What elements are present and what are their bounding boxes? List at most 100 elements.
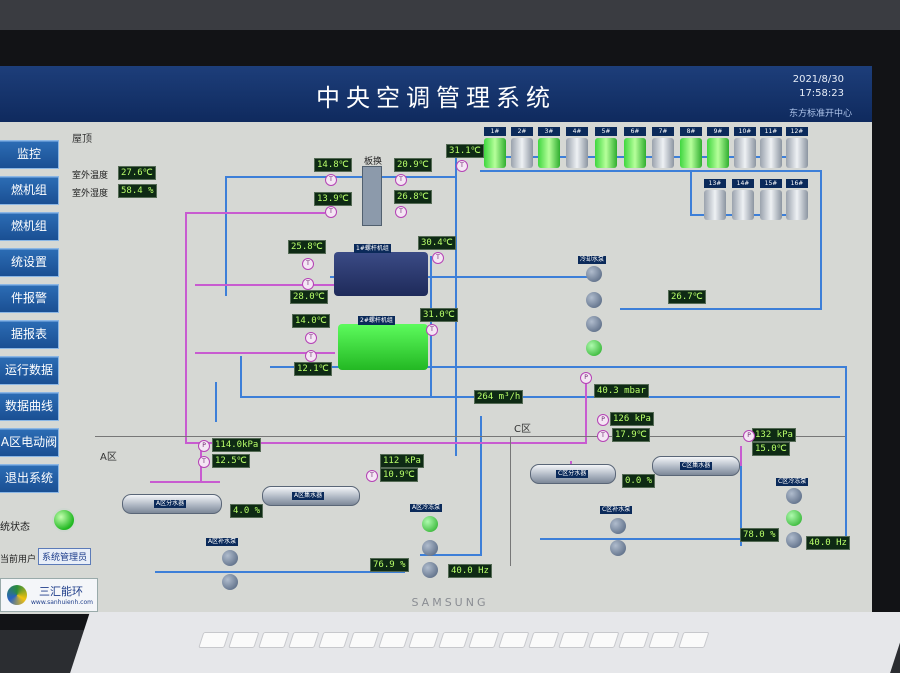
cooling-tower-13[interactable]: 13# xyxy=(704,179,726,220)
exchanger-in-right: 20.9℃ xyxy=(394,158,432,172)
keyboard-key xyxy=(498,632,530,648)
a-zone-aux-pump-2[interactable] xyxy=(222,574,238,590)
pipe xyxy=(820,170,822,310)
c-zone-pump-pct: 78.0 % xyxy=(740,528,779,542)
c-zone-return-label: C区集水器 xyxy=(680,462,713,470)
a-zone-pressure: 114.0kPa xyxy=(212,438,262,452)
a-zone-chw-pump-3[interactable] xyxy=(422,562,438,578)
pipe xyxy=(480,170,820,172)
sensor-node: T xyxy=(305,332,317,344)
keyboard-key xyxy=(588,632,620,648)
cooling-tower-14[interactable]: 14# xyxy=(732,179,754,220)
chiller-1-in-temp: 25.8℃ xyxy=(288,240,326,254)
cooling-tower-9[interactable]: 9# xyxy=(707,127,729,168)
app-title: 中央空调管理系统 xyxy=(316,84,556,112)
current-user-button[interactable]: 系统管理员 xyxy=(38,548,92,565)
zone-divider xyxy=(510,436,511,566)
chiller-2-in-temp: 14.0℃ xyxy=(292,314,330,328)
nav-report[interactable]: 据报表 xyxy=(0,320,59,349)
pipe xyxy=(540,538,740,540)
cooling-tower-10[interactable]: 10# xyxy=(734,127,756,168)
c-zone-chw-pump-3[interactable] xyxy=(786,532,802,548)
roof-area-label: 屋顶 xyxy=(72,134,92,145)
cooling-tower-16[interactable]: 16# xyxy=(786,179,808,220)
cooling-pump-1[interactable] xyxy=(586,266,602,282)
a-zone-chw-pump-2[interactable] xyxy=(422,540,438,556)
exchanger-out-left: 13.9℃ xyxy=(314,192,352,206)
sensor-node: T xyxy=(325,174,337,186)
cooling-tower-12[interactable]: 12# xyxy=(786,127,808,168)
cooling-tower-7[interactable]: 7# xyxy=(652,127,674,168)
a-zone-pump-hz: 40.0 Hz xyxy=(448,564,492,578)
cooling-tower-2[interactable]: 2# xyxy=(511,127,533,168)
nav-monitor[interactable]: 监控 xyxy=(0,140,59,169)
a-zone-right-temp: 10.9℃ xyxy=(380,468,418,482)
monitor-brand: SAMSUNG xyxy=(411,596,489,609)
pipe xyxy=(420,554,482,556)
company-logo: 三汇能环 www.sanhuienh.com xyxy=(0,578,98,612)
cooling-tower-4[interactable]: 4# xyxy=(566,127,588,168)
nav-system-settings[interactable]: 统设置 xyxy=(0,248,59,277)
pipe xyxy=(240,396,840,398)
sensor-node: T xyxy=(597,430,609,442)
c-zone-chw-pump-1[interactable] xyxy=(786,488,802,504)
sidebar: 监控 燃机组 燃机组 统设置 件报警 据报表 运行数据 数据曲线 A区电动阀 退… xyxy=(0,132,60,614)
system-status-label: 统状态 xyxy=(0,522,30,533)
a-zone-supply-label: A区分水器 xyxy=(154,500,187,508)
a-zone-aux-pump-1[interactable] xyxy=(222,550,238,566)
keyboard-key xyxy=(258,632,290,648)
keyboard xyxy=(70,612,900,673)
time-display: 17:58:23 xyxy=(799,88,844,99)
nav-unit-2[interactable]: 燃机组 xyxy=(0,212,59,241)
cooling-tower-11[interactable]: 11# xyxy=(760,127,782,168)
tower-supply-temp: 31.1℃ xyxy=(446,144,484,158)
keyboard-key xyxy=(558,632,590,648)
nav-unit-1[interactable]: 燃机组 xyxy=(0,176,59,205)
chiller-1-out-temp: 30.4℃ xyxy=(418,236,456,250)
a-zone-label: A区 xyxy=(100,452,117,463)
cooling-pump-3[interactable] xyxy=(586,316,602,332)
a-zone-return-label: A区集水器 xyxy=(292,492,325,500)
logo-mark-icon xyxy=(7,585,27,605)
exchanger-in-left: 14.8℃ xyxy=(314,158,352,172)
c-zone-aux-pump-1[interactable] xyxy=(610,518,626,534)
sensor-node: T xyxy=(456,160,468,172)
c-zone-aux-pump-2[interactable] xyxy=(610,540,626,556)
pipe xyxy=(585,378,587,444)
nav-exit[interactable]: 退出系统 xyxy=(0,464,59,493)
keyboard-key xyxy=(288,632,320,648)
pipe xyxy=(185,442,585,444)
nav-run-data[interactable]: 运行数据 xyxy=(0,356,59,385)
cooling-tower-1[interactable]: 1# xyxy=(484,127,506,168)
nav-a-zone-valve[interactable]: A区电动阀 xyxy=(0,428,59,457)
pipe xyxy=(740,466,742,546)
nav-alarm[interactable]: 件报警 xyxy=(0,284,59,313)
keyboard-key xyxy=(198,632,230,648)
nav-data-curve[interactable]: 数据曲线 xyxy=(0,392,59,421)
a-zone-chw-pump-1[interactable] xyxy=(422,516,438,532)
a-zone-right-pressure: 112 kPa xyxy=(380,454,424,468)
cooling-tower-15[interactable]: 15# xyxy=(760,179,782,220)
a-zone-aux-label: A区补水泵 xyxy=(206,538,239,546)
chiller-1-label: 1#螺杆机组 xyxy=(354,244,391,253)
outdoor-temp-label: 室外温度 xyxy=(72,171,109,181)
pipe xyxy=(690,170,692,214)
cooling-tower-5[interactable]: 5# xyxy=(595,127,617,168)
current-user-label: 当前用户 xyxy=(0,555,37,565)
screen: 中央空调管理系统 2021/8/30 17:58:23 东方标准开中心 监控 燃… xyxy=(0,66,872,614)
outdoor-temp-value: 27.6℃ xyxy=(118,166,156,180)
plate-exchanger xyxy=(362,166,382,226)
chiller-1[interactable]: 1#螺杆机组 xyxy=(334,244,428,296)
title-bar: 中央空调管理系统 2021/8/30 17:58:23 东方标准开中心 xyxy=(0,66,872,122)
cooling-tower-6[interactable]: 6# xyxy=(624,127,646,168)
cooling-tower-3[interactable]: 3# xyxy=(538,127,560,168)
exchanger-out-right: 26.8℃ xyxy=(394,190,432,204)
pipe xyxy=(240,356,242,398)
cooling-pump-4[interactable] xyxy=(586,340,602,356)
keyboard-key xyxy=(408,632,440,648)
cooling-pump-2[interactable] xyxy=(586,292,602,308)
c-zone-chw-pump-2[interactable] xyxy=(786,510,802,526)
pipe xyxy=(845,366,847,536)
cooling-tower-8[interactable]: 8# xyxy=(680,127,702,168)
chiller-2[interactable]: 2#螺杆机组 xyxy=(338,316,428,370)
